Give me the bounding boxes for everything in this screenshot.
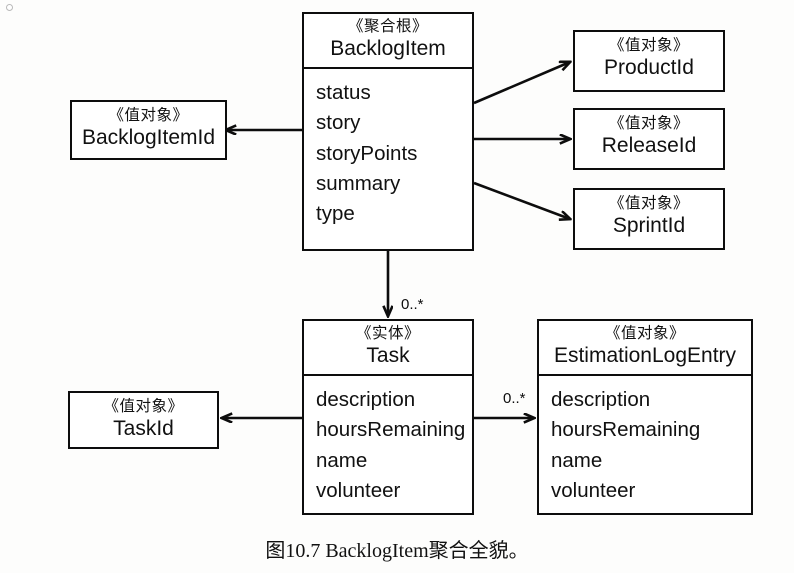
class-box-estimationlogentry[interactable]: 《值对象》 EstimationLogEntry description hou… xyxy=(537,319,753,515)
attribute-row: description xyxy=(551,388,651,412)
stereotype-label: 《值对象》 xyxy=(103,398,184,415)
class-name-label: EstimationLogEntry xyxy=(553,343,737,367)
attribute-row: name xyxy=(551,448,603,472)
wire-backlogitem-to-productid xyxy=(473,62,570,105)
attribute-compartment-estimationlogentry: description hoursRemaining name voluntee… xyxy=(539,376,751,512)
attribute-row: hoursRemaining xyxy=(551,418,701,442)
class-name-label: ReleaseId xyxy=(601,133,697,157)
class-box-task[interactable]: 《实体》 Task description hoursRemaining nam… xyxy=(302,319,474,515)
class-header-releaseid: 《值对象》 ReleaseId xyxy=(575,110,723,164)
attribute-row: name xyxy=(316,448,368,472)
multiplicity-backlogitem-task: 0..* xyxy=(401,296,424,313)
class-box-backlogitemid[interactable]: 《值对象》 BacklogItemId xyxy=(70,100,227,160)
class-header-estimationlogentry: 《值对象》 EstimationLogEntry xyxy=(539,321,751,377)
scan-artifact-speck xyxy=(6,4,13,11)
attribute-row: storyPoints xyxy=(316,141,418,165)
class-box-taskid[interactable]: 《值对象》 TaskId xyxy=(68,391,219,449)
class-box-productid[interactable]: 《值对象》 ProductId xyxy=(573,30,725,92)
stereotype-label: 《值对象》 xyxy=(108,107,189,124)
stereotype-label: 《值对象》 xyxy=(608,195,689,212)
class-name-label: ProductId xyxy=(604,55,694,79)
class-box-releaseid[interactable]: 《值对象》 ReleaseId xyxy=(573,108,725,170)
attribute-row: story xyxy=(316,111,361,135)
attribute-row: summary xyxy=(316,171,401,195)
stereotype-label: 《值对象》 xyxy=(608,115,689,132)
attribute-row: description xyxy=(316,388,416,412)
class-box-sprintid[interactable]: 《值对象》 SprintId xyxy=(573,188,725,250)
attribute-row: status xyxy=(316,81,371,105)
attribute-row: volunteer xyxy=(316,478,401,502)
class-name-label: BacklogItem xyxy=(330,36,446,60)
attribute-compartment-backlogitem: status story storyPoints summary type xyxy=(304,69,472,235)
class-header-sprintid: 《值对象》 SprintId xyxy=(575,190,723,244)
class-header-productid: 《值对象》 ProductId xyxy=(575,32,723,86)
class-header-backlogitem: 《聚合根》 BacklogItem xyxy=(304,14,472,70)
figure-caption: 图10.7 BacklogItem聚合全貌。 xyxy=(265,540,529,562)
wire-backlogitem-to-sprintid xyxy=(473,181,570,219)
attribute-row: type xyxy=(316,201,355,225)
class-header-backlogitemid: 《值对象》 BacklogItemId xyxy=(72,102,225,156)
class-name-label: TaskId xyxy=(113,416,174,440)
attribute-row: hoursRemaining xyxy=(316,418,466,442)
attribute-compartment-task: description hoursRemaining name voluntee… xyxy=(304,376,472,512)
class-header-taskid: 《值对象》 TaskId xyxy=(70,393,217,447)
class-name-label: Task xyxy=(366,343,410,367)
stereotype-label: 《值对象》 xyxy=(604,325,685,342)
class-box-backlogitem[interactable]: 《聚合根》 BacklogItem status story storyPoin… xyxy=(302,12,474,251)
class-name-label: SprintId xyxy=(612,213,686,237)
class-header-task: 《实体》 Task xyxy=(304,321,472,377)
stereotype-label: 《值对象》 xyxy=(608,37,689,54)
class-name-label: BacklogItemId xyxy=(81,125,216,149)
attribute-row: volunteer xyxy=(551,478,636,502)
stereotype-label: 《聚合根》 xyxy=(347,18,428,35)
stereotype-label: 《实体》 xyxy=(355,325,420,342)
multiplicity-task-estimationlogentry: 0..* xyxy=(503,390,526,407)
